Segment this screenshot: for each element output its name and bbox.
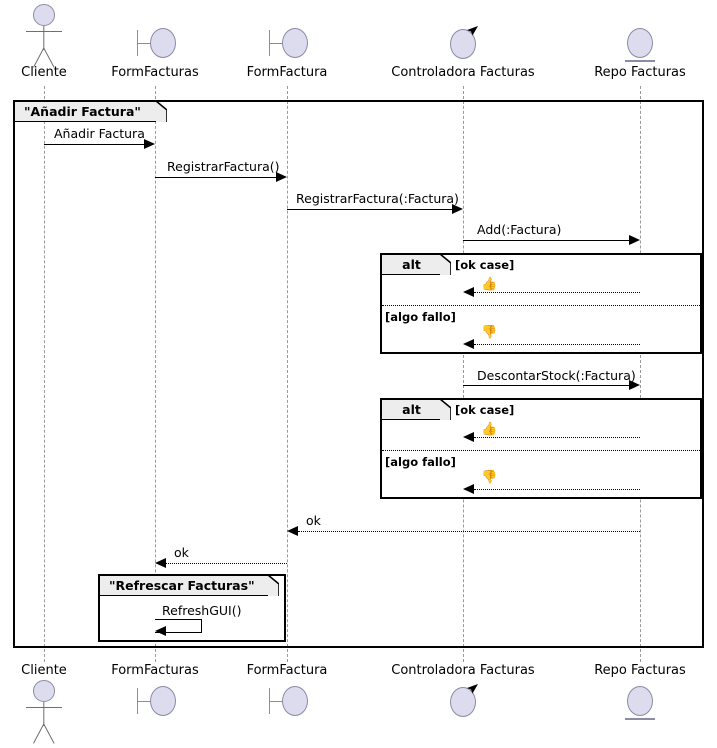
participant-foot-formfactura[interactable]: FormFactura: [237, 664, 337, 724]
fragment-alt-1-guard-1: [algo fallo]: [385, 310, 456, 324]
message-label-m7: DescontarStock(:Factura): [477, 368, 636, 383]
control-icon: [383, 678, 543, 724]
participant-label: FormFactura: [246, 65, 328, 80]
frame-label: "Refrescar Facturas": [109, 578, 255, 593]
actor-stick-figure-icon: [4, 678, 84, 744]
frame-tab-anadir-factura: "Añadir Factura": [15, 101, 167, 122]
message-line-m9: [474, 489, 640, 490]
message-label-m9: 👎: [481, 470, 498, 485]
message-self-loop-m12: [155, 619, 202, 633]
message-line-m10: [298, 531, 640, 532]
fragment-operator-label: alt: [402, 257, 421, 272]
fragment-alt-1-guard-0: [ok case]: [455, 258, 515, 272]
message-line-m7: [463, 385, 630, 386]
fragment-alt-1: alt: [380, 253, 702, 354]
message-line-m5: [474, 292, 640, 293]
message-label-m12: RefreshGUI(): [162, 603, 242, 618]
participant-foot-controladora-facturas[interactable]: Controladora Facturas: [383, 664, 543, 724]
frame-label: "Añadir Factura": [24, 104, 141, 119]
message-arrowhead-m2: [276, 172, 287, 182]
message-label-m11: ok: [174, 545, 189, 560]
participant-head-cliente[interactable]: Cliente: [4, 2, 84, 80]
actor-stick-figure-icon: [4, 2, 84, 68]
message-line-m6: [474, 344, 640, 345]
message-line-m8: [474, 437, 640, 438]
message-label-m8: 👍: [481, 422, 498, 437]
lifeline-controladora-facturas: [463, 86, 464, 662]
message-line-m1: [44, 144, 145, 145]
participant-label: Repo Facturas: [594, 663, 686, 678]
fragment-alt-2: alt: [380, 398, 702, 499]
participant-foot-repo-facturas[interactable]: Repo Facturas: [575, 664, 705, 724]
fragment-alt-1-divider: [382, 305, 700, 306]
message-arrowhead-m12: [155, 626, 166, 636]
message-line-m2: [155, 177, 277, 178]
message-label-m6: 👎: [481, 325, 498, 340]
participant-label: Repo Facturas: [594, 65, 686, 80]
fragment-alt-2-guard-1: [algo fallo]: [385, 455, 456, 469]
message-line-m3: [287, 209, 453, 210]
participant-label: Controladora Facturas: [391, 65, 535, 80]
participant-head-formfactura[interactable]: FormFactura: [237, 20, 337, 80]
fragment-alt-2-guard-0: [ok case]: [455, 403, 515, 417]
message-arrowhead-m11: [155, 558, 166, 568]
lifeline-formfactura: [287, 86, 288, 662]
message-line-m11: [166, 563, 287, 564]
participant-label: Cliente: [21, 65, 67, 80]
frame-anadir-factura: "Añadir Factura": [13, 100, 704, 648]
participant-label: Controladora Facturas: [391, 663, 535, 678]
message-arrowhead-m3: [452, 204, 463, 214]
message-arrowhead-m9: [463, 484, 474, 494]
boundary-icon: [131, 20, 179, 66]
message-label-m10: ok: [306, 513, 321, 528]
message-arrowhead-m6: [463, 339, 474, 349]
message-label-m3: RegistrarFactura(:Factura): [296, 191, 459, 206]
fragment-tab-alt-2: alt: [382, 399, 451, 420]
lifeline-formfacturas: [155, 86, 156, 662]
message-label-m2: RegistrarFactura(): [167, 159, 280, 174]
participant-head-formfacturas[interactable]: FormFacturas: [105, 20, 205, 80]
boundary-icon: [263, 20, 311, 66]
boundary-icon: [263, 678, 311, 724]
message-arrowhead-m10: [287, 526, 298, 536]
message-arrowhead-m5: [463, 287, 474, 297]
message-label-m1: Añadir Factura: [54, 126, 145, 141]
frame-refrescar-facturas: "Refrescar Facturas": [98, 574, 286, 642]
message-arrowhead-m8: [463, 432, 474, 442]
participant-foot-formfacturas[interactable]: FormFacturas: [105, 664, 205, 724]
message-arrowhead-m1: [144, 139, 155, 149]
participant-label: FormFacturas: [111, 65, 199, 80]
message-label-m5: 👍: [481, 277, 498, 292]
fragment-alt-2-divider: [382, 450, 700, 451]
fragment-tab-alt-1: alt: [382, 254, 451, 275]
participant-label: FormFactura: [246, 663, 328, 678]
message-label-m4: Add(:Factura): [477, 222, 562, 237]
entity-icon: [575, 20, 705, 66]
message-line-m4: [463, 240, 630, 241]
lifeline-repo-facturas: [640, 86, 641, 662]
participant-label: FormFacturas: [111, 663, 199, 678]
frame-tab-refrescar-facturas: "Refrescar Facturas": [100, 575, 279, 596]
participant-head-controladora-facturas[interactable]: Controladora Facturas: [383, 20, 543, 80]
participant-foot-cliente[interactable]: Cliente: [4, 663, 84, 744]
message-arrowhead-m4: [629, 235, 640, 245]
fragment-operator-label: alt: [402, 402, 421, 417]
participant-label: Cliente: [21, 663, 67, 678]
control-icon: [383, 20, 543, 66]
boundary-icon: [131, 678, 179, 724]
participant-head-repo-facturas[interactable]: Repo Facturas: [575, 20, 705, 80]
message-arrowhead-m7: [629, 380, 640, 390]
lifeline-cliente: [44, 86, 45, 662]
entity-icon: [575, 678, 705, 724]
